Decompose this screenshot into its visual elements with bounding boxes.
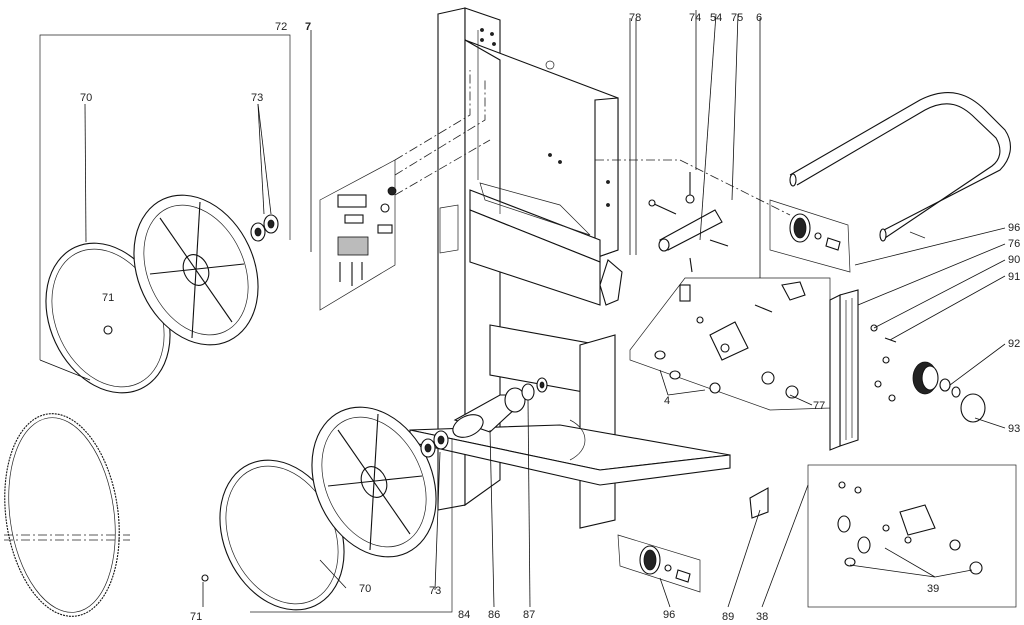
lower-wheel-assembly: [201, 406, 453, 613]
callout-78: 78: [629, 12, 641, 24]
callout-4: 4: [664, 395, 670, 407]
callout-86: 86: [488, 609, 500, 621]
callout-7: 7: [305, 21, 311, 33]
callout-39: 39: [927, 583, 939, 595]
callout-70-top: 70: [80, 92, 92, 104]
callout-96-bottom: 96: [663, 609, 675, 621]
callout-90: 90: [1008, 254, 1020, 266]
guide-post-assembly: [829, 289, 986, 451]
callout-38: 38: [756, 611, 768, 623]
tension-shaft-parts: [595, 10, 791, 306]
callout-72: 72: [275, 21, 287, 33]
leader-lines: [84, 18, 1006, 608]
callout-73-top: 73: [251, 92, 263, 104]
callout-6: 6: [756, 12, 762, 24]
callout-73-bottom: 73: [429, 585, 441, 597]
callout-75: 75: [731, 12, 743, 24]
callout-77: 77: [813, 400, 825, 412]
callout-74: 74: [689, 12, 701, 24]
callout-71-bottom: 71: [190, 611, 202, 623]
callout-84: 84: [458, 609, 470, 621]
callout-70-bottom: 70: [359, 583, 371, 595]
lower-guide-detail: [749, 464, 1017, 608]
callout-93: 93: [1008, 423, 1020, 435]
callout-89: 89: [722, 611, 734, 623]
saw-blade: [4, 413, 130, 617]
transport-handle: [789, 92, 1011, 242]
upper-wheel-assembly: [39, 34, 291, 394]
main-frame: [409, 7, 731, 529]
callout-92: 92: [1008, 338, 1020, 350]
blade-guide-assembly: [319, 70, 491, 311]
callout-96-top: 96: [1008, 222, 1020, 234]
lower-handwheel: [617, 534, 701, 593]
callout-labels: 72 7 70 73 71 78 74 54 75 6 96 76 90 91 …: [80, 12, 1020, 623]
callout-76: 76: [1008, 238, 1020, 250]
upper-handwheel: [769, 199, 851, 273]
callout-87: 87: [523, 609, 535, 621]
upper-guide-detail: [629, 277, 831, 411]
callout-71-top: 71: [102, 292, 114, 304]
callout-91: 91: [1008, 271, 1020, 283]
callout-54: 54: [710, 12, 722, 24]
